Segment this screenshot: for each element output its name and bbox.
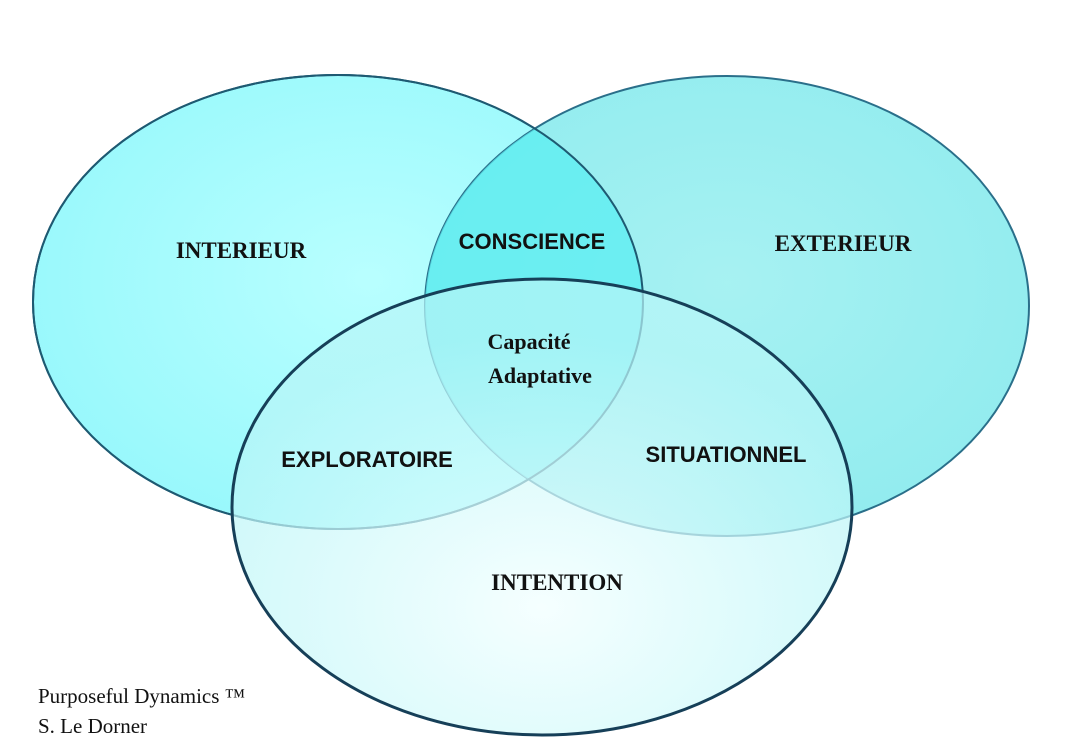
label-exploratoire: EXPLORATOIRE [281, 447, 453, 472]
label-conscience: CONSCIENCE [459, 229, 606, 254]
label-capacite: Capacité [487, 329, 570, 354]
credit-line-2: S. Le Dorner [38, 714, 148, 738]
circle-intention [230, 277, 854, 737]
label-situationnel: SITUATIONNEL [646, 442, 807, 467]
label-adaptative: Adaptative [488, 363, 592, 388]
label-intention: INTENTION [491, 570, 623, 595]
label-exterieur: EXTERIEUR [775, 231, 912, 256]
label-interieur: INTERIEUR [176, 238, 307, 263]
credit-line-1: Purposeful Dynamics ™ [38, 684, 246, 708]
